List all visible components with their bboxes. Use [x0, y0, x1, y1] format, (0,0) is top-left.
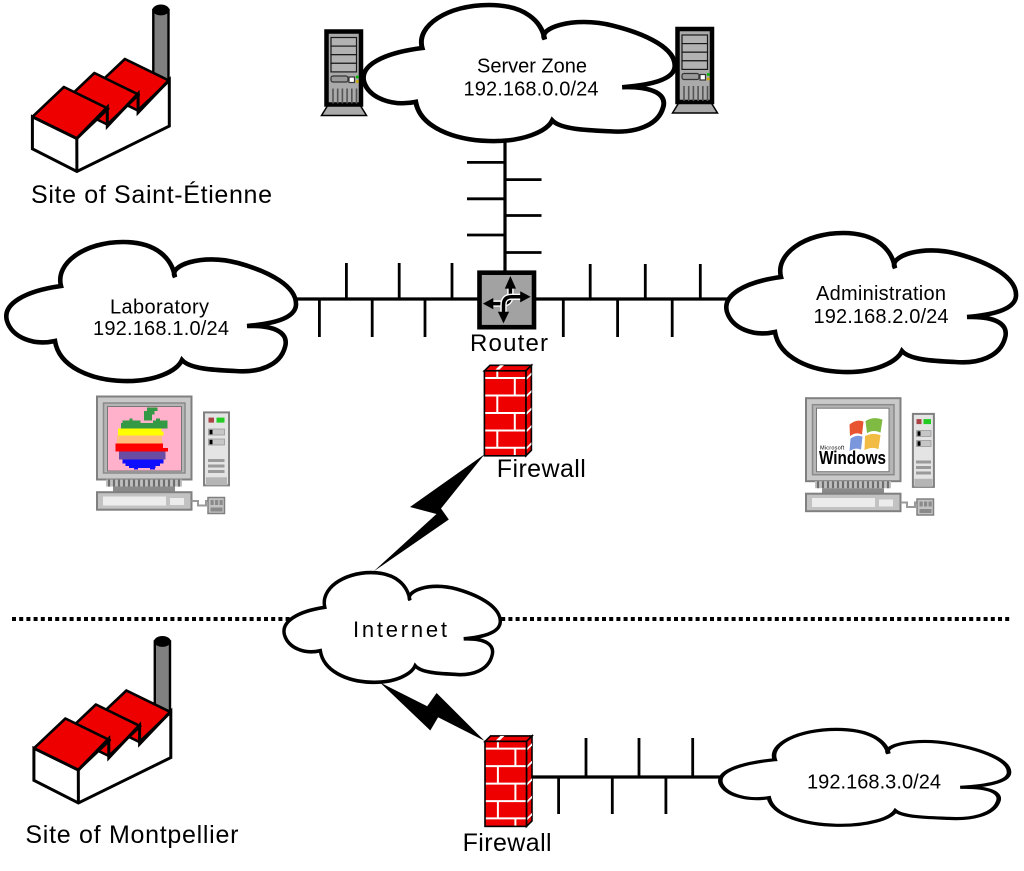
svg-text:Site of Montpellier: Site of Montpellier	[25, 821, 238, 849]
svg-text:Firewall: Firewall	[497, 455, 586, 483]
svg-text:Server Zone: Server Zone	[477, 56, 587, 78]
svg-text:Microsoft: Microsoft	[820, 446, 845, 452]
svg-text:192.168.3.0/24: 192.168.3.0/24	[807, 771, 941, 793]
svg-text:192.168.2.0/24: 192.168.2.0/24	[814, 306, 949, 328]
svg-text:Internet: Internet	[353, 617, 447, 642]
svg-text:Administration: Administration	[816, 283, 946, 305]
svg-text:192.168.1.0/24: 192.168.1.0/24	[93, 318, 229, 340]
svg-text:Windows: Windows	[819, 448, 886, 468]
svg-text:Firewall: Firewall	[463, 829, 552, 857]
svg-text:Laboratory: Laboratory	[110, 297, 209, 319]
svg-text:Router: Router	[470, 330, 548, 357]
svg-text:Site of Saint-Étienne: Site of Saint-Étienne	[31, 180, 272, 209]
svg-text:192.168.0.0/24: 192.168.0.0/24	[464, 78, 599, 100]
